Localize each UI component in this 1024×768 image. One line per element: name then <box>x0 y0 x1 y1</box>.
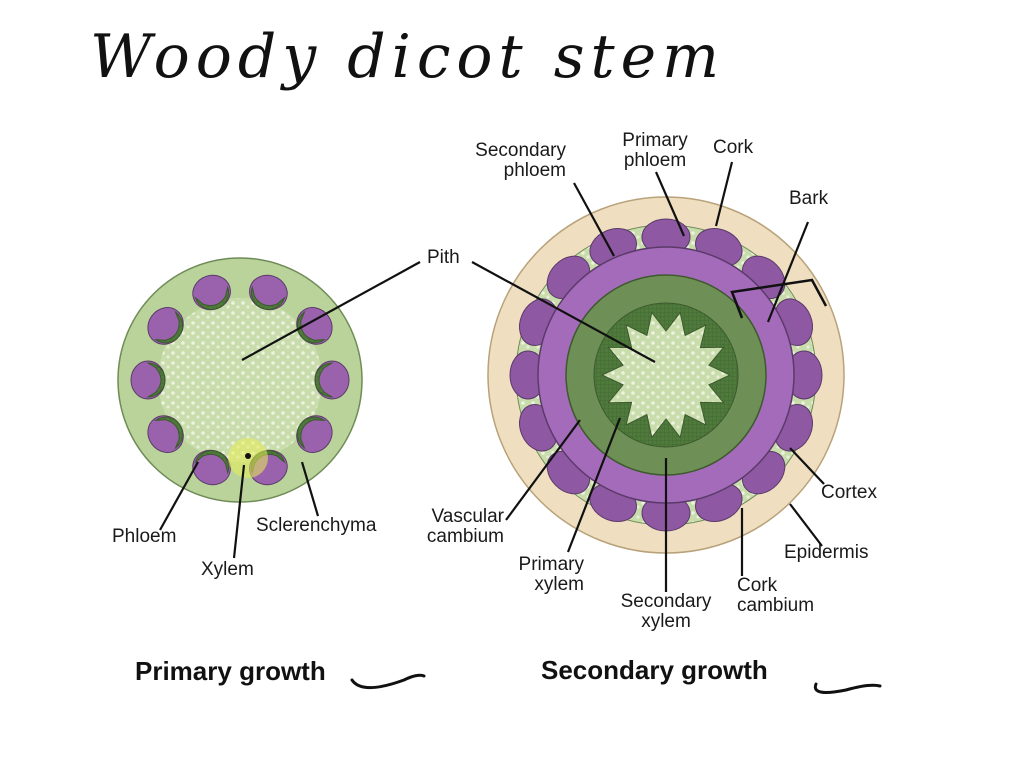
label-secondary-xylem-line2: xylem <box>641 611 691 632</box>
bundle-phloem <box>130 360 166 400</box>
vascular-cambium-leader <box>505 419 581 521</box>
label-secondary-phloem-line1: Secondary <box>475 140 566 161</box>
label-secondary-phloem: Secondary phloem <box>440 141 566 181</box>
pith-leader-right <box>471 261 656 363</box>
vascular-bundles <box>130 274 350 486</box>
bundle-xylem <box>314 362 334 398</box>
label-primary-phloem-line2: phloem <box>623 150 687 171</box>
checkmark-primary <box>350 673 426 689</box>
label-primary-xylem-line2: xylem <box>534 574 584 595</box>
label-sclerenchyma: Sclerenchyma <box>256 515 377 536</box>
label-cortex: Cortex <box>821 482 877 503</box>
vascular-bundle <box>296 307 333 345</box>
label-vascular-cambium-line1: Vascular <box>431 506 504 527</box>
pith-leader-left <box>241 261 421 361</box>
label-primary-phloem: Primary phloem <box>608 131 702 171</box>
label-secondary-xylem-line1: Secondary <box>620 591 712 612</box>
label-cork-cambium-line1: Cork <box>737 575 778 596</box>
phloem-leader <box>159 461 199 531</box>
pith-star <box>601 312 731 438</box>
sclerenchyma-leader <box>300 461 320 517</box>
secondary-phloem-leader <box>573 182 615 257</box>
primary-xylem-leader <box>566 417 622 553</box>
primary-stem <box>117 257 421 559</box>
label-epidermis: Epidermis <box>784 542 869 563</box>
label-primary-xylem: Primary xylem <box>490 555 584 595</box>
label-cork-cambium-line2: cambium <box>737 595 815 616</box>
bundle-xylem <box>146 362 166 398</box>
label-secondary-phloem-line2: phloem <box>503 160 566 181</box>
bundle-xylem <box>250 285 286 310</box>
bark-bracket <box>730 278 828 319</box>
bundle-xylem <box>153 310 184 344</box>
vascular-bundle <box>130 360 166 400</box>
bundle-phloem <box>314 360 350 400</box>
label-vascular-cambium: Vascular cambium <box>404 507 504 547</box>
vascular-bundle <box>192 449 231 486</box>
vascular-bundle <box>296 415 333 453</box>
label-secondary-xylem: Secondary xylem <box>604 592 728 632</box>
vascular-bundle <box>192 274 231 311</box>
label-primary-xylem-line1: Primary <box>518 554 584 575</box>
caption-secondary-growth: Secondary growth <box>541 655 768 685</box>
xylem-leader <box>232 464 246 559</box>
label-vascular-cambium-line2: cambium <box>426 526 504 547</box>
vascular-bundle <box>314 360 350 400</box>
pointer-dot <box>245 453 251 459</box>
checkmark-secondary <box>813 682 882 694</box>
handwritten-title: Woody dicot stem <box>90 22 726 92</box>
vascular-bundle <box>147 415 184 453</box>
bark-leader <box>766 221 810 323</box>
label-pith: Pith <box>427 247 460 268</box>
bundle-xylem <box>194 450 230 475</box>
secondary-pith <box>601 312 731 438</box>
label-cork: Cork <box>713 137 754 158</box>
caption-primary-growth: Primary growth <box>135 656 326 686</box>
cork-leader <box>714 161 734 227</box>
label-cork-cambium: Cork cambium <box>737 576 814 616</box>
secondary-stem <box>471 161 845 592</box>
primary-phloem-leader <box>654 171 686 237</box>
label-phloem: Phloem <box>112 526 177 547</box>
bundle-xylem <box>194 285 230 310</box>
label-xylem: Xylem <box>201 559 254 580</box>
label-bark: Bark <box>789 188 829 209</box>
label-primary-phloem-line1: Primary <box>622 130 688 151</box>
vascular-bundle <box>147 307 184 345</box>
bundle-xylem <box>296 416 327 450</box>
vascular-bundle <box>249 274 288 311</box>
epidermis-leader <box>789 503 823 547</box>
bundle-xylem <box>153 416 184 450</box>
cortex-leader <box>789 447 825 485</box>
bundle-xylem <box>296 310 327 344</box>
